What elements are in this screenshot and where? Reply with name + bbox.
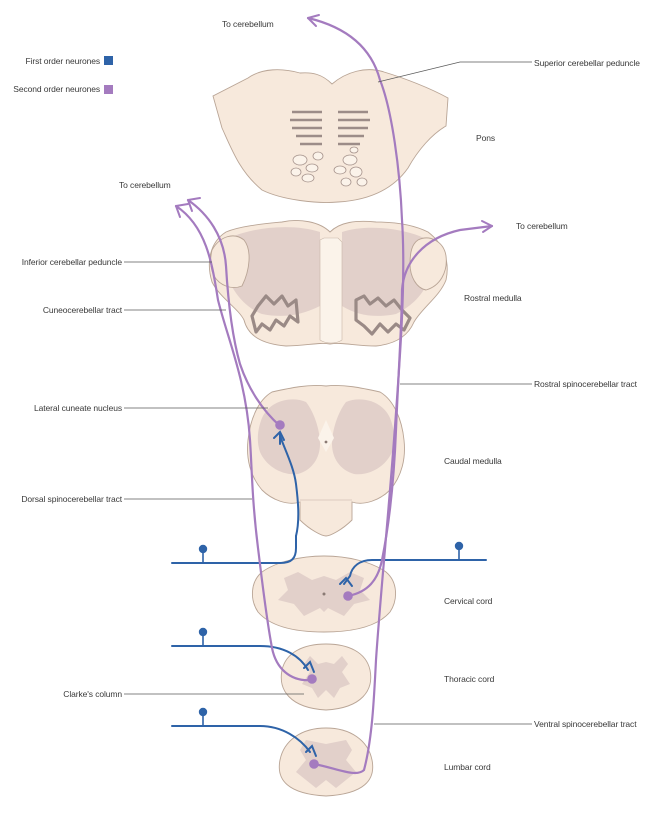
first-order-neurones (171, 430, 487, 757)
rostral-medulla-grey-left (226, 227, 320, 316)
pons-fibres-left (290, 110, 322, 146)
ventral-spinocerebellar-arrow (307, 14, 320, 27)
superior-peduncle-label: Superior cerebellar peduncle (534, 58, 640, 68)
rostral-medulla-grey-right (342, 227, 431, 316)
to-cerebellum-top-label: To cerebellum (222, 19, 274, 29)
cuneate-first-order-axon (171, 535, 297, 564)
pons-label: Pons (476, 133, 495, 143)
dorsal-spinocerebellar-tract (174, 204, 314, 682)
caudal-medulla-section (247, 385, 405, 537)
cervical-cord-section (252, 555, 396, 633)
cervical-synapse (339, 576, 353, 587)
caudal-medulla-central-canal (324, 440, 328, 444)
ventral-spinocerebellar-tract (306, 16, 405, 775)
pons-fibres-right (338, 110, 370, 146)
lumbar-cord-label: Lumbar cord (444, 762, 491, 772)
caudal-medulla-label: Caudal medulla (444, 456, 502, 466)
rostral-spinocerebellar-label: Rostral spinocerebellar tract (534, 379, 638, 389)
rostral-medulla-label: Rostral medulla (464, 293, 522, 303)
left-inferior-peduncle (210, 235, 250, 288)
rostral-spinocerebellar-arrow (481, 220, 493, 233)
lumbar-cord-section (278, 727, 374, 797)
cervical-second-order-neurone (343, 591, 353, 601)
lumbar-synapse (305, 744, 317, 757)
clarkes-synapse (303, 660, 315, 673)
legend: First order neurones Second order neuron… (13, 56, 113, 94)
pons-section (212, 69, 449, 203)
legend-first-order-swatch (104, 56, 113, 65)
leader-lines (124, 61, 532, 725)
cervical-right-ganglion (454, 541, 464, 551)
caudal-medulla-grey-right (332, 399, 395, 475)
cervical-left-ganglion (198, 544, 208, 554)
cuneocerebellar-label: Cuneocerebellar tract (43, 305, 123, 315)
inferior-peduncle-label: Inferior cerebellar peduncle (22, 257, 123, 267)
thoracic-ganglion (198, 627, 208, 637)
caudal-medulla-central-canal-area (318, 420, 334, 452)
dorsal-spinocerebellar-label: Dorsal spinocerebellar tract (21, 494, 122, 504)
pontine-nuclei (290, 146, 368, 187)
labels: To cerebellum Superior cerebellar pedunc… (21, 19, 640, 772)
cuneate-ascending-axon (279, 435, 300, 537)
clarkes-column-label: Clarke's column (63, 689, 122, 699)
left-inferior-olive (250, 294, 300, 334)
lumbar-ganglion (198, 707, 208, 717)
to-cerebellum-right-label: To cerebellum (516, 221, 568, 231)
thoracic-cord-grey-matter (302, 656, 350, 698)
cervical-cord-central-canal (322, 592, 326, 596)
to-cerebellum-left-label: To cerebellum (119, 180, 171, 190)
lateral-cuneate-neurone (275, 420, 285, 430)
cervical-first-order-axon (343, 559, 487, 585)
rostral-medulla-section (208, 220, 448, 347)
legend-first-order-label: First order neurones (25, 56, 100, 66)
legend-second-order-swatch (104, 85, 113, 94)
cervical-cord-label: Cervical cord (444, 596, 493, 606)
legend-second-order-label: Second order neurones (13, 84, 100, 94)
cuneocerebellar-tract (186, 198, 282, 428)
lateral-cuneate-label: Lateral cuneate nucleus (34, 403, 122, 413)
lumbar-second-order-neurone (309, 759, 319, 769)
pons-outline (212, 69, 449, 203)
thoracic-cord-label: Thoracic cord (444, 674, 495, 684)
second-order-neurones (174, 14, 494, 775)
clarkes-column-neurone (307, 674, 317, 684)
right-inferior-olive (354, 294, 412, 336)
lateral-cuneate-synapse (273, 430, 285, 445)
ventral-spinocerebellar-label: Ventral spinocerebellar tract (534, 719, 637, 729)
superior-peduncle-leader (377, 61, 532, 83)
lumbar-first-order-axon (171, 725, 311, 753)
dorsal-spinocerebellar-arrow (175, 203, 189, 218)
thoracic-cord-section (280, 643, 372, 711)
rostral-medulla-pyramids (319, 237, 343, 344)
cuneocerebellar-arrow (187, 197, 201, 212)
